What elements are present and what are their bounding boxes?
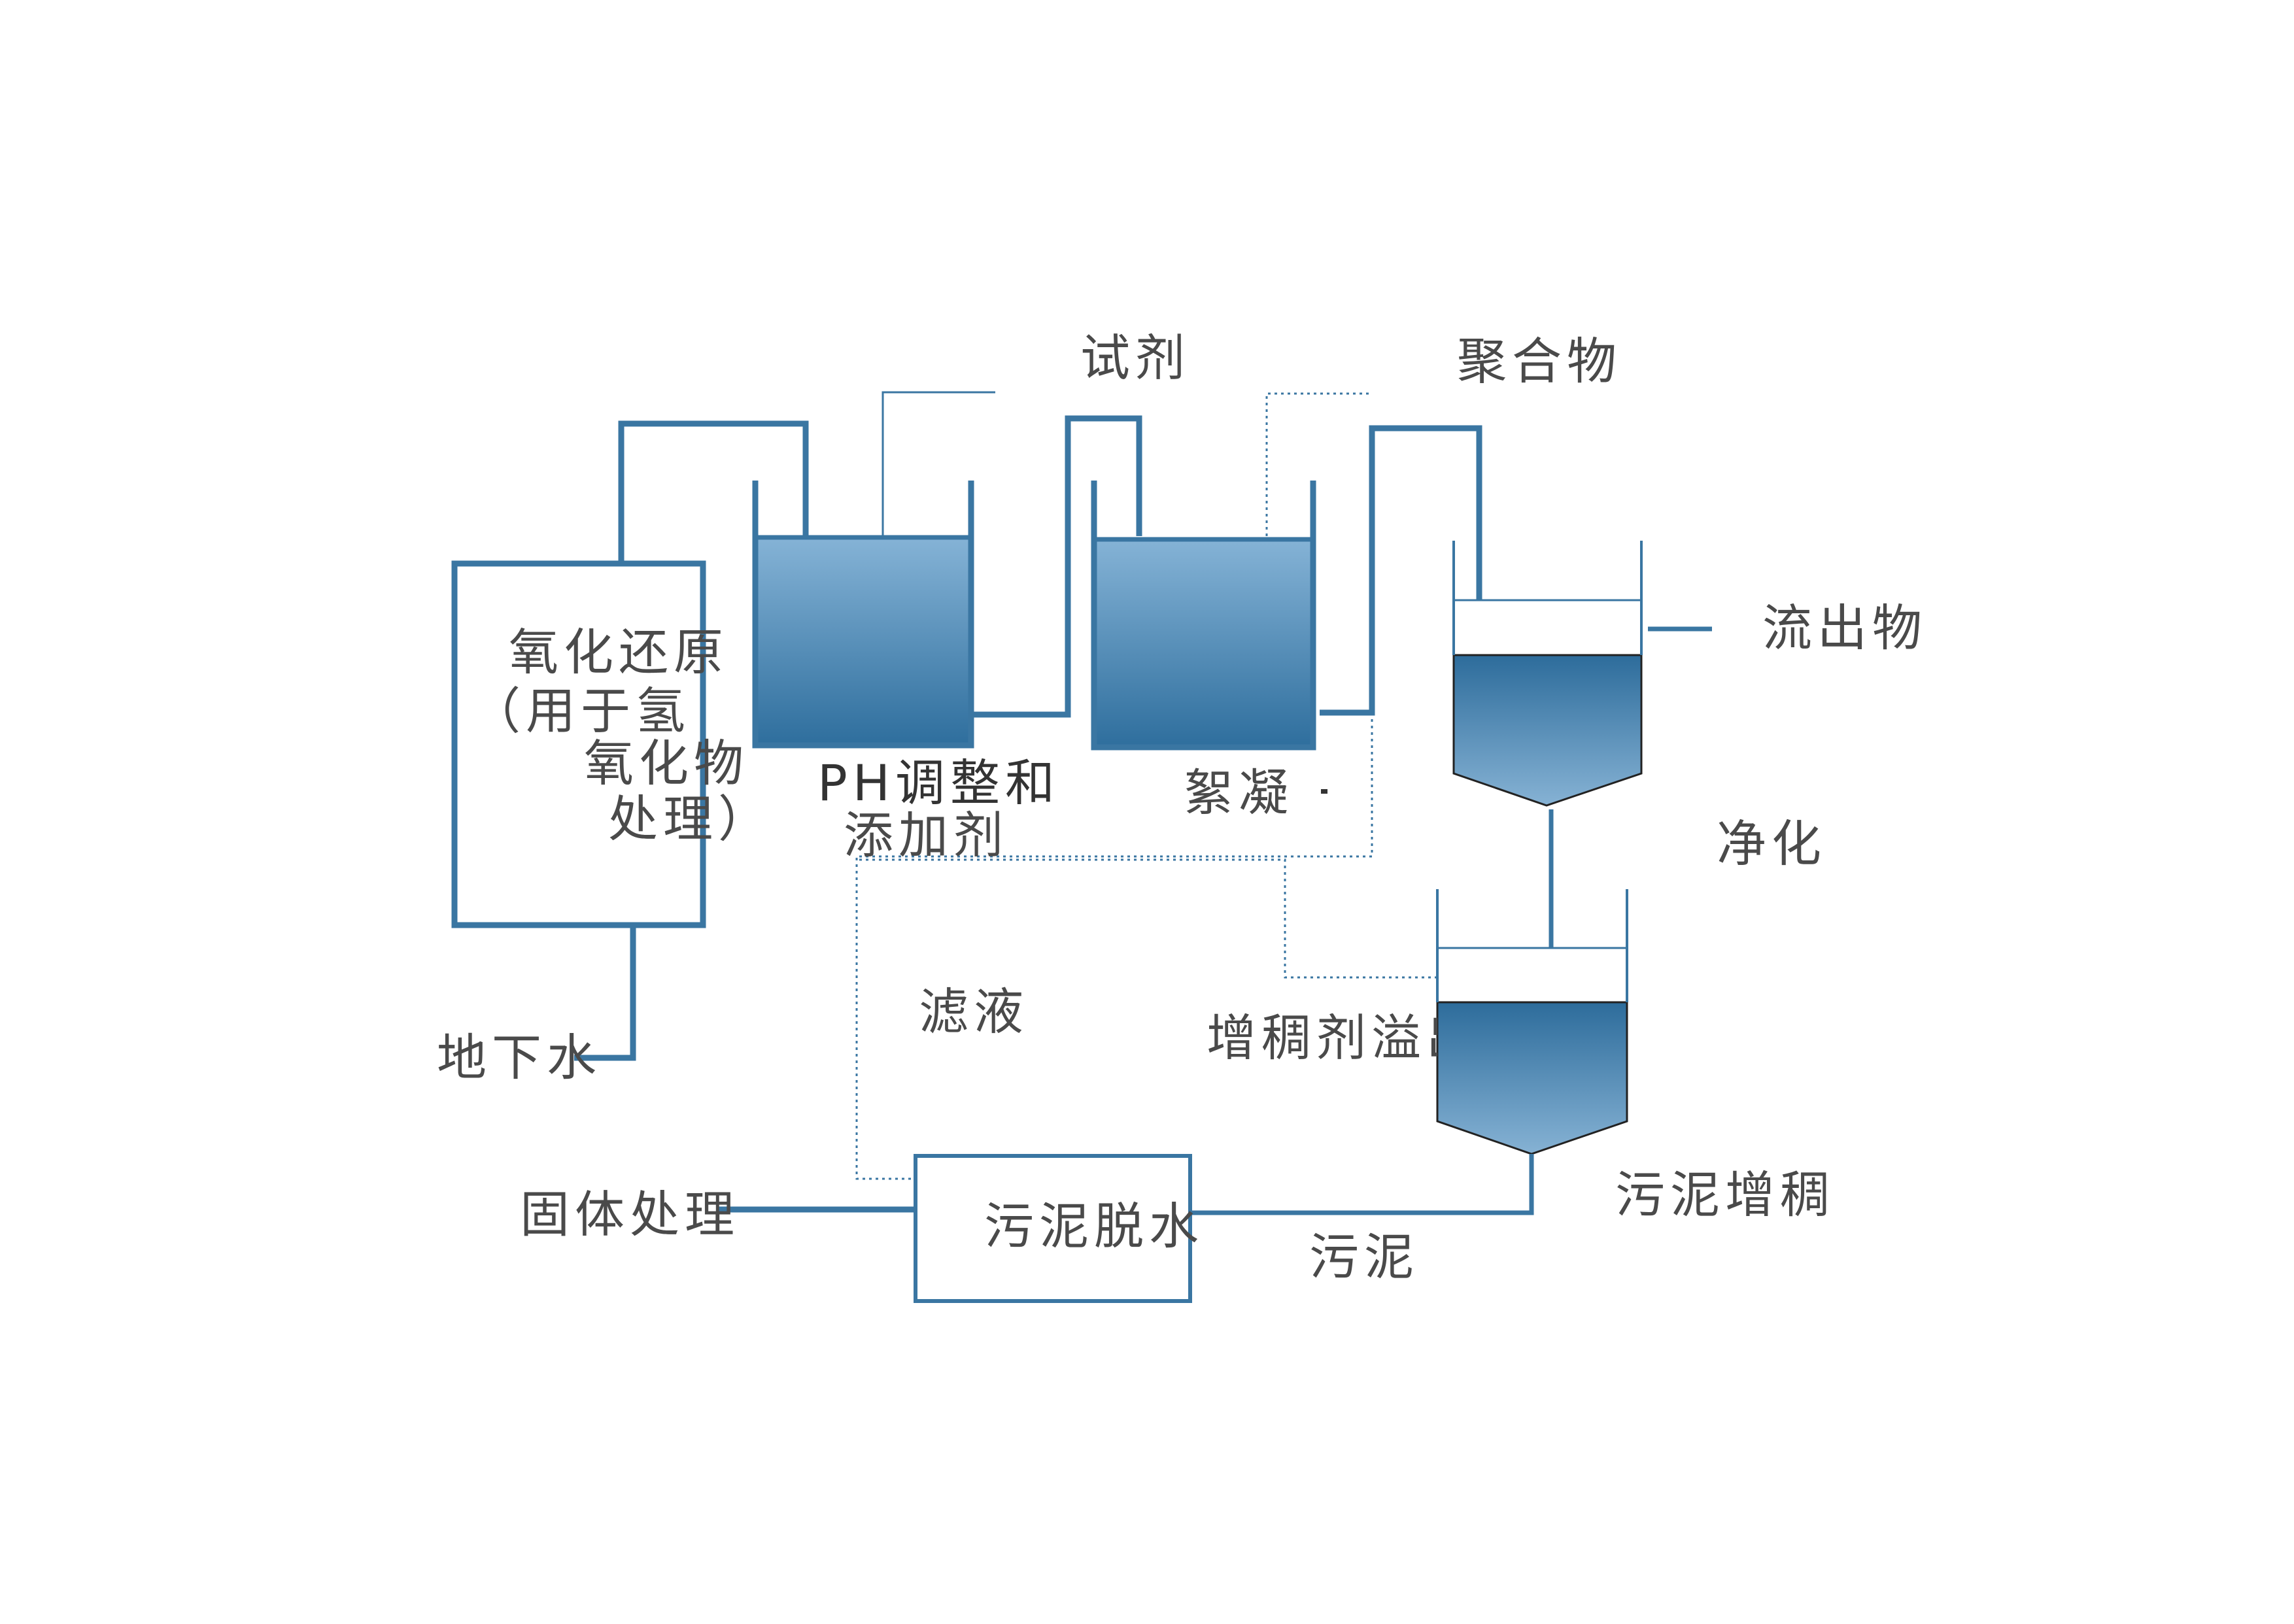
groundwater-label: 地下水 xyxy=(437,1028,602,1087)
filtrate-label: 滤液 xyxy=(919,983,1029,1041)
redox-label-line1: 氧化还原 xyxy=(509,623,728,681)
marker-dot xyxy=(1321,789,1327,794)
sludge-dewatering-box xyxy=(914,1154,1192,1303)
effluent-label: 流出物 xyxy=(1762,599,1927,657)
sludge-label: 污泥 xyxy=(1309,1228,1419,1286)
ph-label-line1: PH调整和 xyxy=(817,754,1060,812)
pipe-floc-to-clarifier xyxy=(1320,425,1482,716)
reagent-label: 试剂 xyxy=(1080,329,1190,387)
redox-label-line3: 氧化物 xyxy=(584,734,749,792)
clarification-label: 净化 xyxy=(1717,815,1826,873)
redox-label-line2: （用于氢 xyxy=(471,682,691,740)
sludge-thickener xyxy=(1436,889,1628,1155)
pipe-ph-to-floc xyxy=(971,415,1142,718)
clarifier xyxy=(1452,541,1643,807)
thickener-overflow-line xyxy=(857,858,1437,979)
sludge-pipe xyxy=(1190,1154,1534,1215)
polymer-feed-line xyxy=(1265,392,1370,536)
flocculation-tank xyxy=(1091,481,1316,751)
redox-box xyxy=(451,560,706,928)
ph-tank xyxy=(752,481,974,749)
thickener-overflow-label: 增稠剂溢出 xyxy=(1207,1013,1437,1063)
reagent-feed-line xyxy=(882,391,995,537)
sludge-dewatering-label: 污泥脱水 xyxy=(984,1197,1204,1255)
ph-label-line2: 添加剂 xyxy=(844,806,1008,864)
filtrate-line xyxy=(855,855,1372,1180)
polymer-label: 聚合物 xyxy=(1457,332,1622,390)
flocculation-label: 絮凝 xyxy=(1184,764,1293,822)
sludge-thickening-label: 污泥增稠 xyxy=(1615,1166,1835,1224)
pipe-redox-to-ph xyxy=(618,420,809,564)
groundwater-pipe xyxy=(574,925,636,1061)
solids-disposal-label: 固体处理 xyxy=(520,1185,740,1243)
redox-label-line4: 处理） xyxy=(608,790,773,848)
